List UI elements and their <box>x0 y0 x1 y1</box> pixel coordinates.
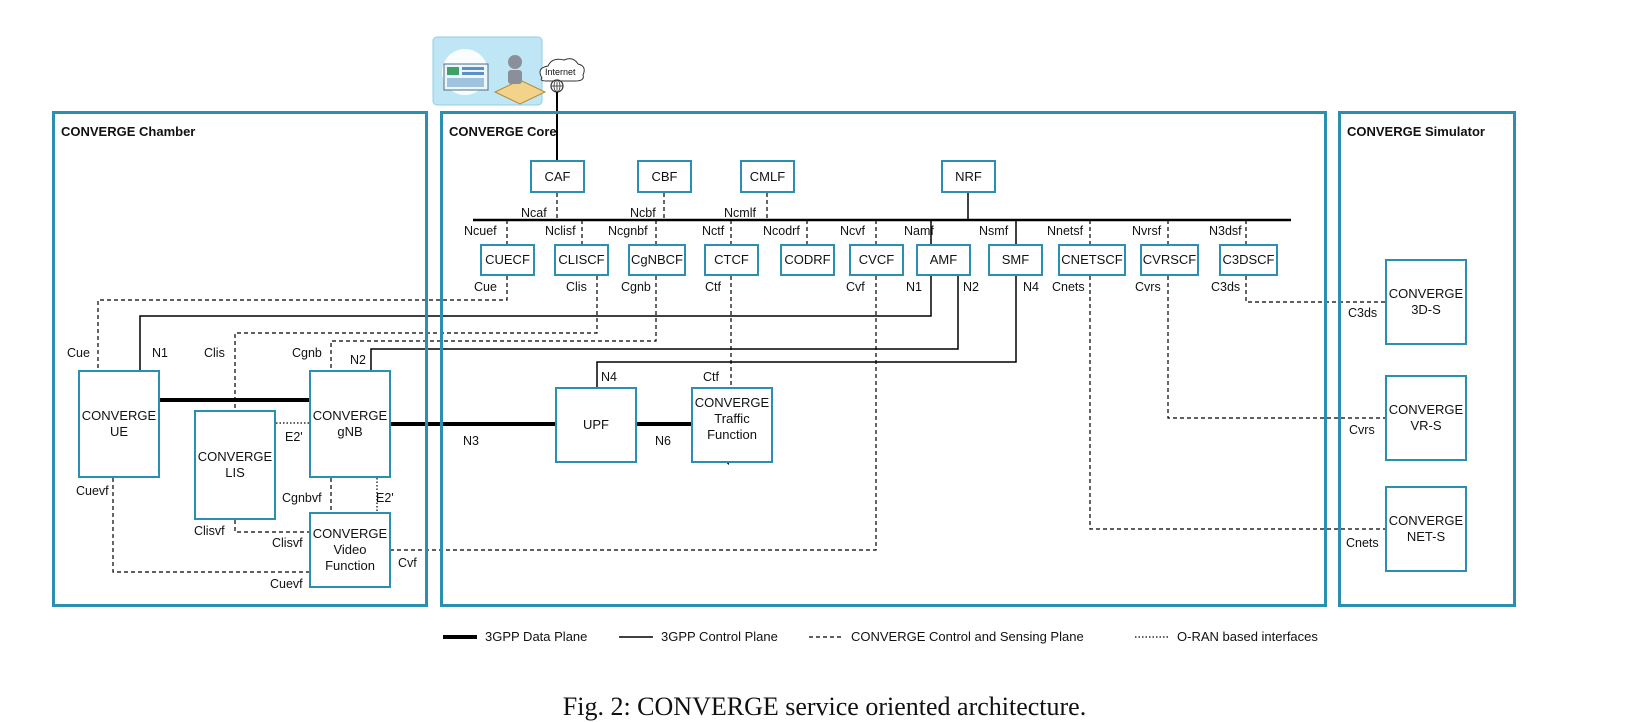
interface-label: Ncmlf <box>724 206 756 220</box>
interface-label: N4 <box>601 370 617 384</box>
interface-label: Ncgnbf <box>608 224 648 238</box>
chamber-title: CONVERGE Chamber <box>61 124 196 139</box>
interface-label: Ctf <box>703 370 719 384</box>
interface-label: Nclisf <box>545 224 576 238</box>
interface-label: N2 <box>350 353 366 367</box>
amf-box: AMF <box>916 244 971 276</box>
interface-label: C3ds <box>1211 280 1241 294</box>
cuecf-box: CUECF <box>480 244 535 276</box>
caf-box: CAF <box>530 160 585 193</box>
interface-label: N1 <box>152 346 168 360</box>
interface-label: N4 <box>1023 280 1039 294</box>
chamber-region: CONVERGE Chamber <box>52 111 428 607</box>
cvrscf-box: CVRSCF <box>1140 244 1199 276</box>
interface-label: Cnets <box>1346 536 1379 550</box>
interface-label: N3 <box>463 434 479 448</box>
interface-label: N1 <box>906 280 922 294</box>
interface-label: Cvf <box>398 556 417 570</box>
interface-label: E2' <box>376 491 394 505</box>
vr-s-box: CONVERGE VR-S <box>1385 375 1467 461</box>
cvcf-box: CVCF <box>849 244 904 276</box>
interface-label: Namf <box>904 224 934 238</box>
simulator-region: CONVERGE Simulator <box>1338 111 1516 607</box>
legend-control-plane: 3GPP Control Plane <box>661 629 778 644</box>
interface-label: N3dsf <box>1209 224 1242 238</box>
interface-label: Nnetsf <box>1047 224 1084 238</box>
interface-label: Cue <box>67 346 90 360</box>
interface-label: Clis <box>566 280 587 294</box>
interface-label: Cnets <box>1052 280 1085 294</box>
figure-caption: Fig. 2: CONVERGE service oriented archit… <box>562 692 1087 721</box>
cbf-box: CBF <box>637 160 692 193</box>
interface-label: Ncuef <box>464 224 497 238</box>
c3dscf-box: C3DSCF <box>1219 244 1278 276</box>
ctcf-box: CTCF <box>704 244 759 276</box>
interface-label: Cvrs <box>1135 280 1161 294</box>
interface-label: E2' <box>285 430 303 444</box>
interface-label: Cgnb <box>621 280 651 294</box>
legend-data-plane: 3GPP Data Plane <box>485 629 588 644</box>
internet-panel <box>432 36 547 106</box>
interface-label: Cue <box>474 280 497 294</box>
cliscf-box: CLISCF <box>554 244 609 276</box>
cmlf-box: CMLF <box>740 160 795 193</box>
smf-box: SMF <box>988 244 1043 276</box>
ue-box: CONVERGE UE <box>78 370 160 478</box>
lis-box: CONVERGE LIS <box>194 410 276 520</box>
video-function-box: CONVERGE Video Function <box>309 512 391 588</box>
cnetscf-box: CNETSCF <box>1058 244 1126 276</box>
interface-label: Cuevf <box>76 484 109 498</box>
interface-label: Nsmf <box>979 224 1009 238</box>
3d-s-box: CONVERGE 3D-S <box>1385 259 1467 345</box>
interface-label: Ncaf <box>521 206 547 220</box>
interface-label: Clisvf <box>194 524 225 538</box>
interface-label: Ncvf <box>840 224 865 238</box>
cgnbcf-box: CgNBCF <box>628 244 686 276</box>
codrf-box: CODRF <box>780 244 835 276</box>
interface-label: C3ds <box>1348 306 1378 320</box>
interface-label: Cvrs <box>1349 423 1375 437</box>
interface-label: Nvrsf <box>1132 224 1162 238</box>
internet-label: Internet <box>545 67 576 77</box>
interface-label: Ctf <box>705 280 721 294</box>
legend-converge-plane: CONVERGE Control and Sensing Plane <box>851 629 1084 644</box>
interface-label: N6 <box>655 434 671 448</box>
interface-label: Clisvf <box>272 536 303 550</box>
simulator-title: CONVERGE Simulator <box>1347 124 1485 139</box>
nrf-box: NRF <box>941 160 996 193</box>
interface-label: Ncodrf <box>763 224 800 238</box>
interface-label: Nctf <box>702 224 725 238</box>
interface-label: Cgnb <box>292 346 322 360</box>
interface-label: Cvf <box>846 280 865 294</box>
interface-label: Cgnbvf <box>282 491 322 505</box>
core-title: CONVERGE Core <box>449 124 557 139</box>
interface-label: Cuevf <box>270 577 303 591</box>
gnb-box: CONVERGE gNB <box>309 370 391 478</box>
interface-label: N2 <box>963 280 979 294</box>
traffic-function-box: CONVERGE Traffic Function <box>691 387 773 463</box>
net-s-box: CONVERGE NET-S <box>1385 486 1467 572</box>
upf-box: UPF <box>555 387 637 463</box>
legend-oran: O-RAN based interfaces <box>1177 629 1318 644</box>
interface-label: Clis <box>204 346 225 360</box>
core-region: CONVERGE Core <box>440 111 1327 607</box>
interface-label: Ncbf <box>630 206 656 220</box>
